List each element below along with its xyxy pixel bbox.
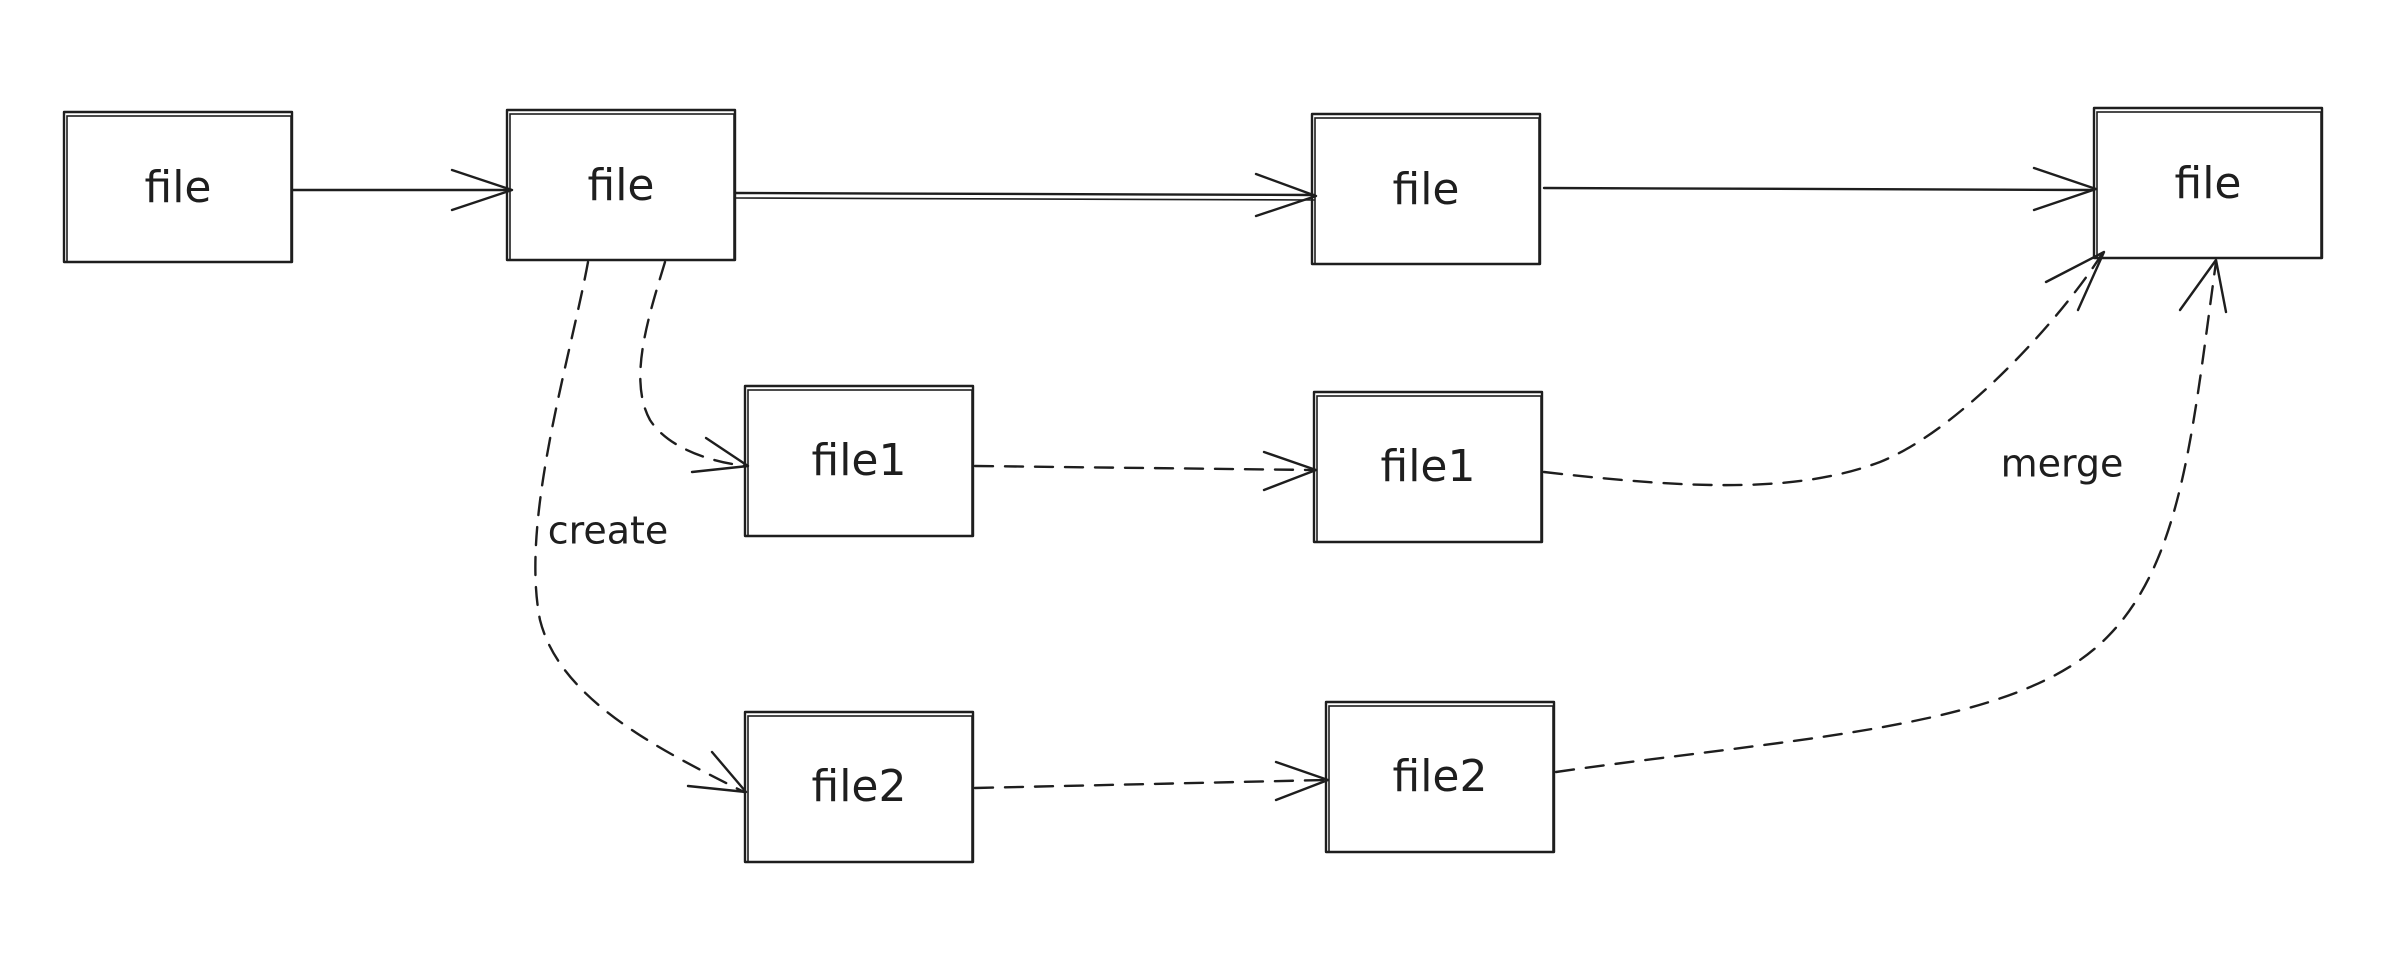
node-label: file1: [1380, 441, 1475, 492]
edge-file-b-to-file1-a: [639, 260, 750, 474]
edge-file-a-to-file-b: [290, 168, 514, 212]
node-file-d: file: [2092, 106, 2324, 260]
edge-file-b-to-file2-a: [534, 260, 748, 794]
node-file2-b: file2: [1324, 700, 1556, 854]
merge-label: merge: [2001, 442, 2124, 486]
node-file-b: file: [505, 108, 737, 262]
node-label: file: [144, 162, 211, 213]
edge-file1-a-to-file1-b: [973, 450, 1318, 492]
node-label: file2: [1392, 751, 1487, 802]
edge-file1-b-to-file-d: [1542, 250, 2106, 487]
node-label: file2: [811, 761, 906, 812]
node-file-a: file: [62, 110, 294, 264]
node-label: file: [1392, 164, 1459, 215]
node-file2-a: file2: [743, 710, 975, 864]
node-label: file: [587, 160, 654, 211]
create-label: create: [548, 509, 669, 553]
node-file1-b: file1: [1312, 390, 1544, 544]
node-label: file1: [811, 435, 906, 486]
node-label: file: [2174, 158, 2241, 209]
node-file1-a: file1: [743, 384, 975, 538]
node-file-c: file: [1310, 112, 1542, 266]
edge-file-b-to-file-c: [733, 172, 1318, 218]
edge-file-c-to-file-d: [1542, 166, 2098, 212]
edge-file2-a-to-file2-b: [973, 760, 1330, 802]
edge-file2-b-to-file-d: [1554, 258, 2228, 774]
